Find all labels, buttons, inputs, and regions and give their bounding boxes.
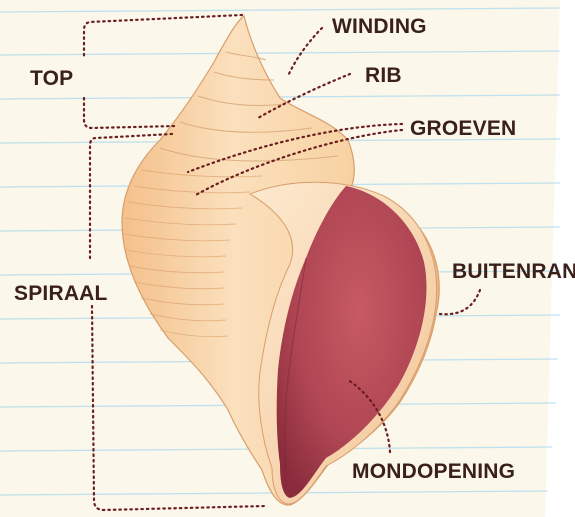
label-top: TOP (30, 67, 73, 90)
label-winding: WINDING (332, 15, 427, 38)
label-rib: RIB (365, 64, 402, 87)
label-spiraal: SPIRAAL (14, 282, 108, 305)
label-mondopening: MONDOPENING (352, 460, 515, 483)
label-groeven: GROEVEN (410, 117, 516, 140)
label-buitenrand: BUITENRAND (452, 260, 575, 283)
